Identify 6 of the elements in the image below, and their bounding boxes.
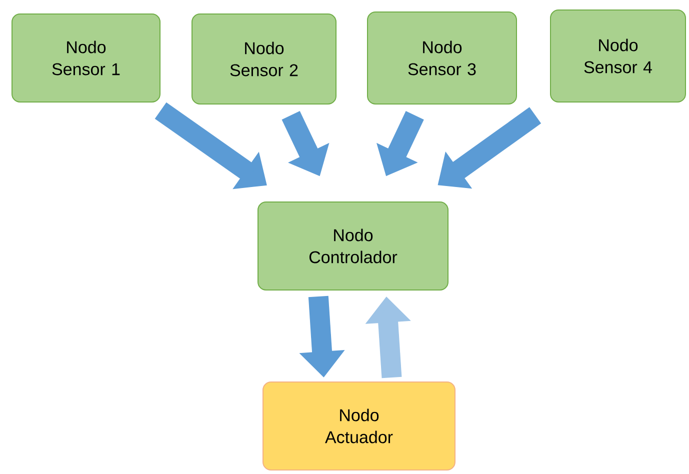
actuator-box: Nodo Actuador xyxy=(262,382,456,470)
sensor-box: Nodo Sensor 1 xyxy=(12,14,160,102)
sensor-box: Nodo Sensor 4 xyxy=(550,10,686,102)
controller-box: Nodo Controlador xyxy=(258,202,448,290)
sensor-box: Nodo Sensor 3 xyxy=(367,12,517,104)
sensor-box: Nodo Sensor 2 xyxy=(192,14,336,104)
